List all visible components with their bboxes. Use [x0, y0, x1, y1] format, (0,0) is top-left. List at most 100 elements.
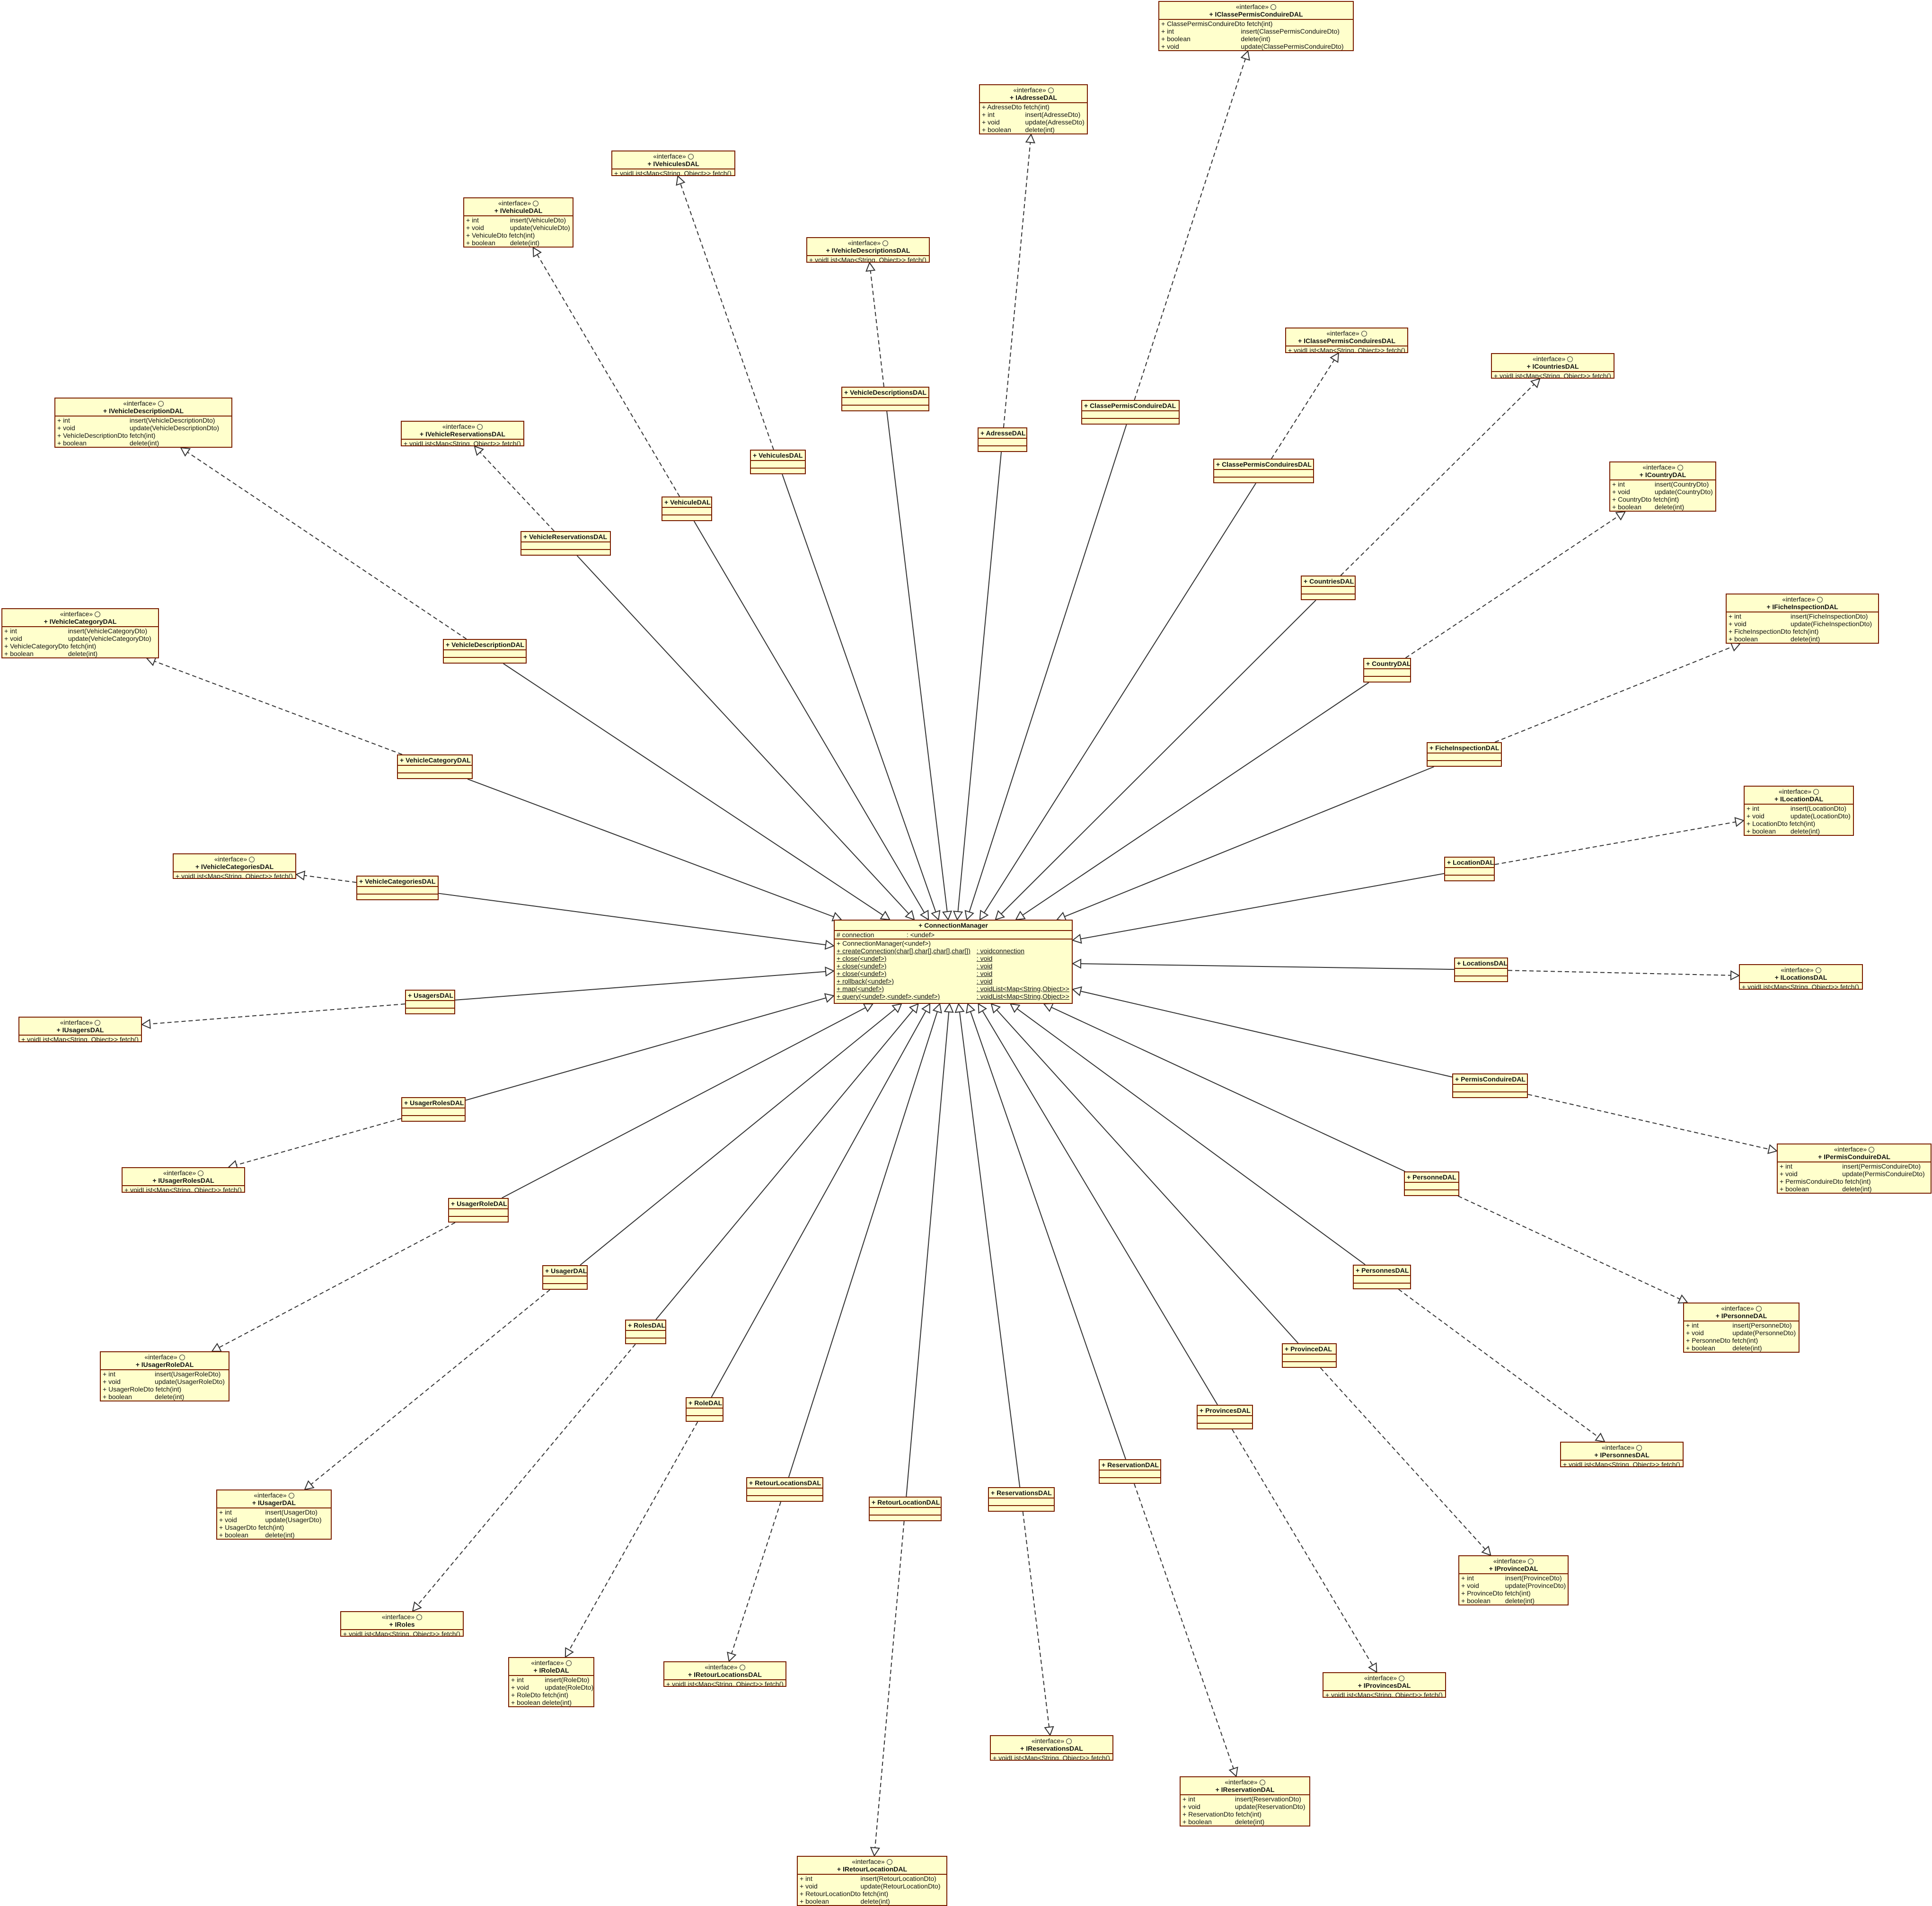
operation-row[interactable]: + voidList<Map<String, Object>> fetch(): [402, 440, 523, 446]
class-box-usager-dal[interactable]: + UsagerDAL: [542, 1265, 588, 1290]
operation-row[interactable]: + AdresseDto fetch(int): [980, 103, 1087, 111]
operation-row[interactable]: + VehicleDescriptionDto fetch(int): [55, 432, 231, 439]
class-box-classe-permis-conduires-dal[interactable]: + ClassePermisConduiresDAL: [1213, 459, 1314, 483]
class-box-vehicle-descriptions-dal[interactable]: + VehicleDescriptionsDAL: [841, 387, 929, 411]
class-box-usager-roles-dal[interactable]: + UsagerRolesDAL: [401, 1097, 466, 1122]
interface-box-i-vehicle-description-dal[interactable]: «interface»+ IVehicleDescriptionDAL+ int…: [54, 398, 232, 448]
class-box-role-dal[interactable]: + RoleDAL: [686, 1397, 723, 1422]
operation-row[interactable]: + voidList<Map<String, Object>> fetch(): [664, 1680, 785, 1687]
operation-row[interactable]: + voidList<Map<String, Object>> fetch(): [1286, 346, 1407, 353]
operation-row[interactable]: + voidList<Map<String, Object>> fetch(): [1740, 983, 1862, 990]
operation-row[interactable]: + ClassePermisConduireDto fetch(int): [1159, 20, 1353, 27]
interface-box-i-classe-permis-conduire-dal[interactable]: «interface»+ IClassePermisConduireDAL+ C…: [1158, 1, 1354, 51]
class-box-reservation-dal[interactable]: + ReservationDAL: [1099, 1459, 1161, 1484]
class-box-reservations-dal[interactable]: + ReservationsDAL: [988, 1487, 1055, 1512]
operation-row[interactable]: + voidList<Map<String, Object>> fetch(): [1492, 372, 1614, 379]
operation-row[interactable]: + FicheInspectionDto fetch(int): [1727, 628, 1878, 635]
operation-row[interactable]: + PersonneDto fetch(int): [1684, 1337, 1799, 1344]
class-box-vehicules-dal[interactable]: + VehiculesDAL: [750, 450, 806, 474]
interface-box-i-classe-permis-conduires-dal[interactable]: «interface»+ IClassePermisConduiresDAL+ …: [1285, 328, 1408, 353]
interface-box-i-vehicle-descriptions-dal[interactable]: «interface»+ IVehicleDescriptionsDAL+ vo…: [806, 237, 930, 263]
class-box-locations-dal[interactable]: + LocationsDAL: [1454, 957, 1508, 982]
class-box-country-dal[interactable]: + CountryDAL: [1363, 658, 1411, 683]
class-box-roles-dal[interactable]: + RolesDAL: [625, 1320, 666, 1344]
class-box-personnes-dal[interactable]: + PersonnesDAL: [1353, 1265, 1411, 1289]
operation-row[interactable]: + query(<undef>,<undef>,<undef>): voidLi…: [835, 993, 1072, 1000]
class-box-personne-dal[interactable]: + PersonneDAL: [1404, 1171, 1459, 1196]
class-box-permis-conduire-dal[interactable]: + PermisConduireDAL: [1452, 1073, 1528, 1098]
interface-box-i-personnes-dal[interactable]: «interface»+ IPersonnesDAL+ voidList<Map…: [1560, 1442, 1684, 1467]
operation-row[interactable]: + close(<undef>): void: [835, 962, 1072, 970]
class-box-usagers-dal[interactable]: + UsagersDAL: [405, 990, 455, 1014]
operation-row[interactable]: + ReservationDto fetch(int): [1181, 1810, 1309, 1818]
operation-row[interactable]: + VehicleCategoryDto fetch(int): [2, 642, 158, 650]
interface-box-i-usager-roles-dal[interactable]: «interface»+ IUsagerRolesDAL+ voidList<M…: [122, 1167, 245, 1193]
operation-row[interactable]: + voidList<Map<String, Object>> fetch(): [807, 256, 929, 263]
interface-box-i-countries-dal[interactable]: «interface»+ ICountriesDAL+ voidList<Map…: [1491, 353, 1614, 379]
operation-row[interactable]: + createConnection(char[],char[],char[],…: [835, 947, 1072, 955]
class-box-usager-role-dal[interactable]: + UsagerRoleDAL: [448, 1198, 509, 1223]
operation-row[interactable]: + voidList<Map<String, Object>> fetch(): [1323, 1691, 1445, 1698]
interface-box-i-adresse-dal[interactable]: «interface»+ IAdresseDAL+ AdresseDto fet…: [979, 84, 1088, 134]
interface-box-i-retour-locations-dal[interactable]: «interface»+ IRetourLocationsDAL+ voidLi…: [663, 1661, 786, 1687]
operation-row[interactable]: + voidList<Map<String, Object>> fetch(): [123, 1186, 244, 1193]
operation-row[interactable]: + voidList<Map<String, Object>> fetch(): [1561, 1461, 1683, 1467]
operation-row[interactable]: + ProvinceDto fetch(int): [1459, 1589, 1568, 1597]
interface-box-i-vehicle-categories-dal[interactable]: «interface»+ IVehicleCategoriesDAL+ void…: [173, 853, 296, 879]
class-box-fiche-inspection-dal[interactable]: + FicheInspectionDAL: [1427, 742, 1502, 767]
operation-row[interactable]: + VehiculeDto fetch(int): [464, 231, 573, 239]
operation-row[interactable]: + voidList<Map<String, Object>> fetch(): [174, 872, 295, 879]
class-box-provinces-dal[interactable]: + ProvincesDAL: [1197, 1405, 1253, 1429]
operation-row[interactable]: + ConnectionManager(<undef>): [835, 940, 1072, 947]
class-box-retour-location-dal[interactable]: + RetourLocationDAL: [869, 1497, 942, 1521]
class-box-adresse-dal[interactable]: + AdresseDAL: [978, 427, 1027, 452]
operation-row[interactable]: + voidList<Map<String, Object>> fetch(): [19, 1036, 141, 1042]
operation-row[interactable]: + voidList<Map<String, Object>> fetch(): [991, 1754, 1112, 1761]
class-box-vehicle-category-dal[interactable]: + VehicleCategoryDAL: [397, 754, 473, 779]
